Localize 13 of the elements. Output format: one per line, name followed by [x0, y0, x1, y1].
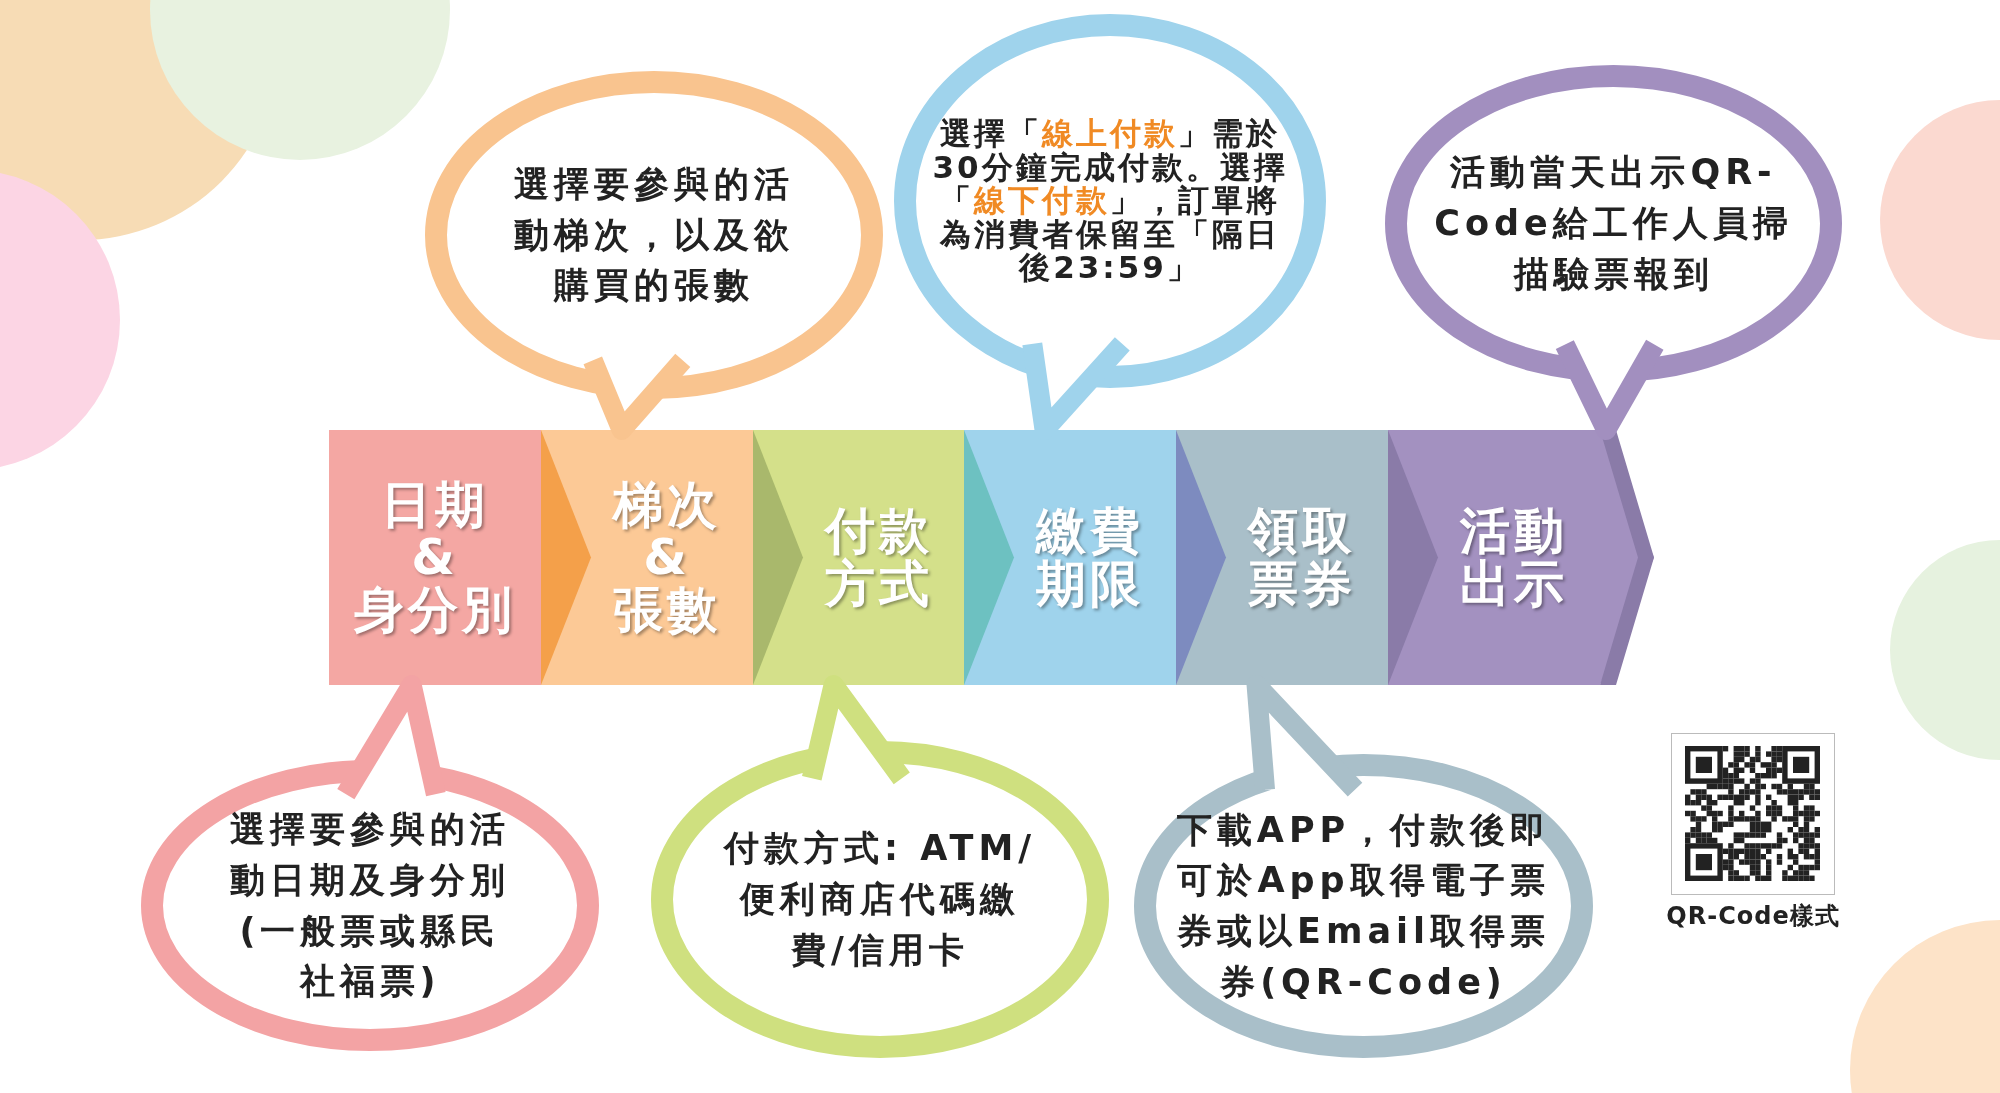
speech-bubble: 選擇「線上付款」需於30分鐘完成付款。選擇「線下付款」，訂單將為消費者保留至「隔日後23:59」 — [893, 13, 1327, 389]
speech-bubble: 活動當天出示QR-Code給工作人員掃描驗票報到 — [1384, 64, 1843, 383]
speech-bubble: 付款方式: ATM/便利商店代碼繳費/信用卡 — [650, 740, 1110, 1059]
process-step: 領取票券 — [1176, 430, 1388, 685]
speech-bubble: 選擇要參與的活動梯次，以及欲購買的張數 — [424, 70, 884, 400]
process-step: 付款方式 — [753, 430, 965, 685]
qr-code-caption: QR-Code樣式 — [1665, 901, 1841, 932]
process-step: 活動出示 — [1388, 430, 1654, 685]
process-step: 日期 & 身分別 — [329, 430, 541, 685]
process-step: 梯次 & 張數 — [541, 430, 753, 685]
speech-bubble: 選擇要參與的活動日期及身分別(一般票或縣民社福票) — [140, 759, 600, 1052]
process-step: 繳費期限 — [964, 430, 1176, 685]
speech-bubble: 下載APP，付款後即可於App取得電子票券或以Email取得票券(QR-Code) — [1133, 753, 1594, 1059]
